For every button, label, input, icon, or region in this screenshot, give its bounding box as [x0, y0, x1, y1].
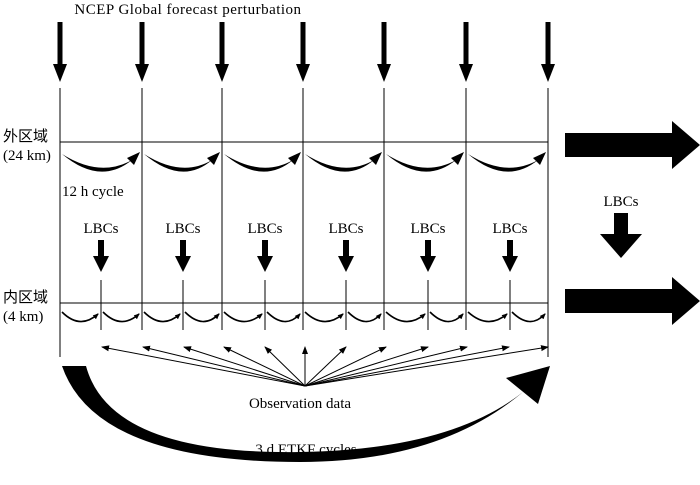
outer-cycle-arc — [224, 152, 301, 172]
perturbation-arrow — [377, 22, 391, 82]
lbcs-arrow — [257, 240, 273, 272]
lbcs-label: LBCs — [247, 221, 282, 237]
lbcs-label: LBCs — [328, 221, 363, 237]
perturbation-arrow — [215, 22, 229, 82]
inner-domain-resolution: (4 km) — [3, 309, 43, 325]
perturbation-arrow — [459, 22, 473, 82]
lbcs-label: LBCs — [83, 221, 118, 237]
outer-cycle-arc — [386, 152, 464, 172]
lbcs-label: LBCs — [165, 221, 200, 237]
right-lbcs-arrow — [600, 213, 642, 258]
outer-domain-name: 外区域 — [3, 128, 48, 145]
lbcs-arrow — [338, 240, 354, 272]
time-gridlines — [59, 88, 549, 357]
lbcs-arrow — [420, 240, 436, 272]
right-lbcs-label: LBCs — [603, 194, 638, 210]
outer-cycle-arc — [62, 152, 140, 172]
perturbation-arrow — [541, 22, 555, 82]
lbcs-arrow — [502, 240, 518, 272]
outer-cycle-arcs — [62, 152, 546, 172]
lbcs-transfers: LBCs LBCs LBCs LBCs LBCs LBCs — [83, 221, 528, 272]
lbcs-label: LBCs — [492, 221, 527, 237]
observation-fan — [101, 345, 549, 387]
outer-cycle-arc — [468, 152, 546, 172]
outer-domain-resolution: (24 km) — [3, 148, 51, 164]
etkf-label: 3 d ETKF cycles — [255, 442, 356, 458]
perturbation-arrow — [53, 22, 67, 82]
outer-cycle-arc — [305, 152, 382, 172]
outer-cycle-arc — [144, 152, 220, 172]
outer-forecast-arrow — [565, 121, 700, 169]
lbcs-arrow — [175, 240, 191, 272]
perturbation-arrows — [53, 22, 555, 82]
lbcs-arrow — [93, 240, 109, 272]
inner-half-cycle-lines — [100, 280, 511, 330]
cycle-label: 12 h cycle — [62, 184, 124, 200]
inner-domain-name: 内区域 — [3, 289, 48, 306]
perturbation-arrow — [135, 22, 149, 82]
inner-forecast-arrow — [565, 277, 700, 325]
diagram-title: NCEP Global forecast perturbation — [74, 2, 301, 18]
inner-cycle-arcs — [61, 311, 546, 323]
perturbation-arrow — [296, 22, 310, 82]
etkf-cycle-arrow — [62, 366, 550, 462]
lbcs-label: LBCs — [410, 221, 445, 237]
observation-label: Observation data — [249, 396, 351, 412]
